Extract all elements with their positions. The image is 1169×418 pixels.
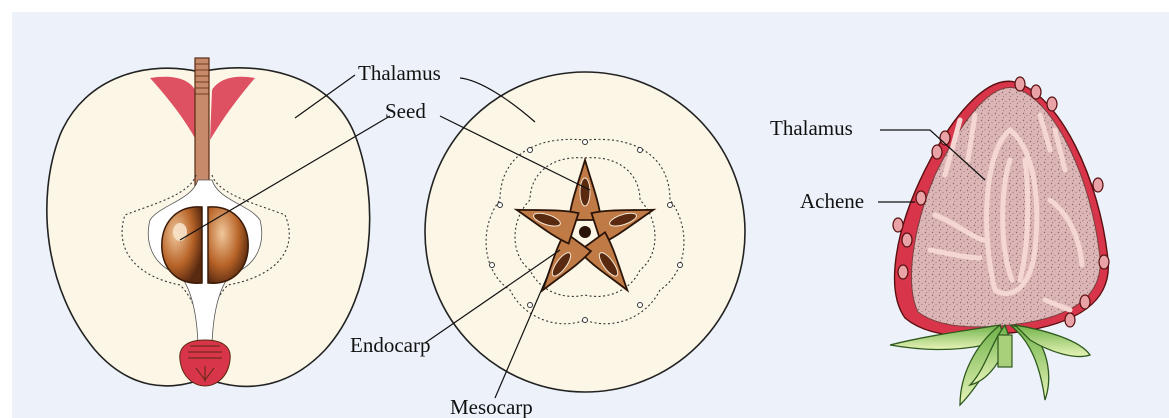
label-seed: Seed (385, 99, 426, 123)
label-thalamus-strawberry: Thalamus (770, 116, 853, 140)
apple-ls-stalk (195, 58, 209, 190)
label-achene: Achene (800, 189, 864, 213)
apple-longitudinal-section (47, 58, 370, 386)
apple-ls-seed-highlight (173, 223, 187, 241)
label-endocarp: Endocarp (350, 333, 430, 357)
label-mesocarp: Mesocarp (450, 395, 533, 418)
apple-transverse-section (425, 72, 745, 392)
label-thalamus-apple: Thalamus (358, 61, 441, 85)
strawberry-pedicel (998, 335, 1012, 367)
